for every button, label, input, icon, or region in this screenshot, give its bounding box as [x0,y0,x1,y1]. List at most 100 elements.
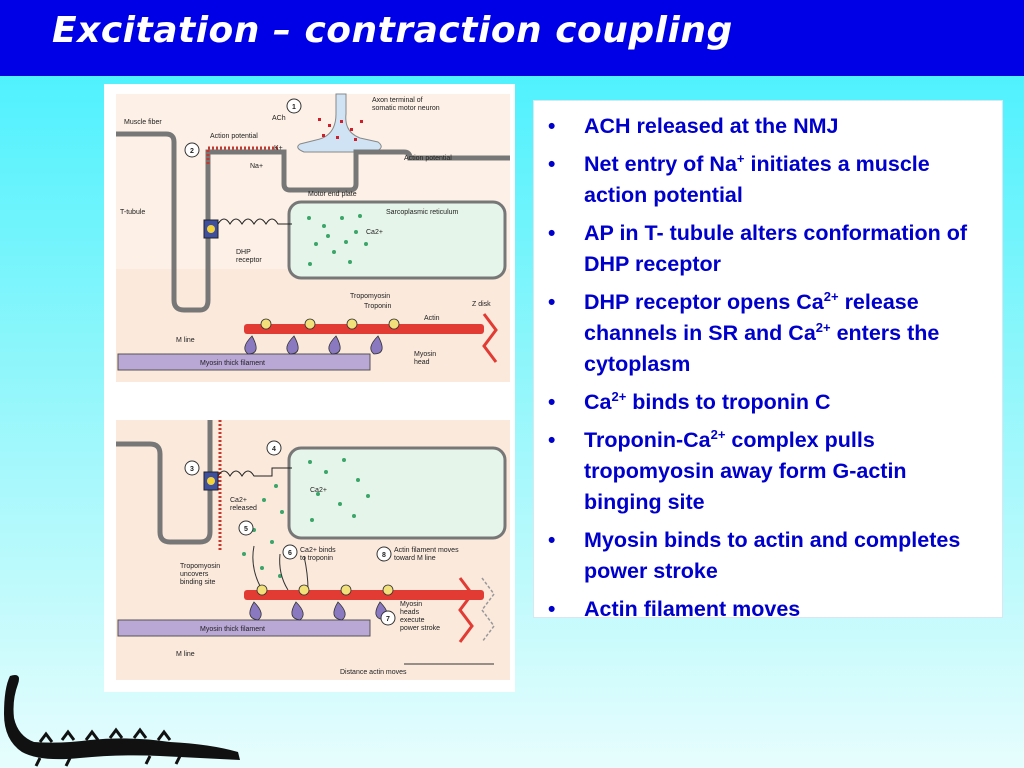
label-tropomyosin-top: Tropomyosin [350,293,390,300]
label-myosin-head-1: Myosin [414,351,436,358]
label-action-potential-a: Action potential [210,133,258,140]
label-ach: ACh [272,115,286,122]
step-5-circle [238,520,254,536]
bullet-superscript: 2+ [611,388,627,404]
bullet-item: • Net entry of Na+ initiates a muscle act… [546,149,990,211]
bullet-item: • Ca2+ binds to troponin C [546,387,990,418]
dhp-core-top [207,225,215,233]
label-axon-terminal-2: somatic motor neuron [372,105,440,112]
label-ca2-top: Ca2+ [366,229,383,236]
bullet-box: • ACH released at the NMJ • Net entry of Na… [533,100,1003,621]
step-2-circle [184,142,200,158]
dhp-core-bottom [207,477,215,485]
step-2: 2 [190,148,194,155]
diagram-svg: 1 2 Axon terminal of somatic motor neuro… [116,93,510,680]
step-8: 8 [382,552,386,559]
label-k-plus: K+ [274,145,283,152]
troponin-top [260,318,400,330]
troponin-bottom [256,584,394,596]
bullet-dot-icon: • [548,429,556,452]
z-disk-top [482,313,498,363]
z-disk-bottom [458,577,474,643]
bullet-text: initiates a muscle action potential [584,152,930,207]
bullet-item: •Troponin-Ca2+ complex pulls tropomyosin… [546,425,990,518]
bullet-text: AP in T- tubule alters conformation of D… [584,221,968,276]
crocodile-icon [4,675,240,767]
label-z-disk: Z disk [472,301,491,308]
label-ca-binds-2: to troponin [300,555,333,562]
step-4-circle [266,440,282,456]
step-7-circle [380,610,396,626]
label-action-potential-b: Action potential [404,155,452,162]
label-dhp-1: DHP [236,249,251,256]
ec-coupling-diagram: 1 2 Axon terminal of somatic motor neuro… [104,84,515,692]
label-motor-end-plate: Motor end plate [308,191,357,198]
label-t-tubule: T-tubule [120,209,145,216]
bullet-text: binds to troponin C [626,390,831,414]
ryanodine-channel-bottom [217,467,292,477]
bullet-item: • Myosin binds to actin and completes pow… [546,525,990,587]
label-actin-top: Actin [424,315,440,322]
bullet-text: enters the cytoplasm [584,321,940,376]
ach-dots [318,118,363,141]
bullet-item: • ACH released at the NMJ [546,111,990,142]
actin-filament-top [244,324,484,334]
ap-band-top [206,146,280,164]
bullet-superscript: + [736,150,745,166]
label-axon-terminal-1: Axon terminal of [372,97,423,104]
bullet-text: Ca [584,390,612,414]
label-myosin-thick-bottom: Myosin thick filament [200,626,265,633]
ca-dots-sr-top [307,214,368,266]
label-myosin-heads-4: power stroke [400,625,440,632]
label-actin-moves-2: toward M line [394,555,436,562]
bullet-dot-icon: • [548,153,556,176]
bullet-text: ACH released at the NMJ [584,114,839,138]
label-myosin-heads-2: heads [400,609,420,616]
bullet-superscript: 2+ [710,426,726,442]
bullet-text: Net entry of Na [584,152,737,176]
t-tubule-membrane-bottom [116,420,213,545]
label-distance: Distance actin moves [340,669,407,676]
step-7: 7 [386,616,390,623]
slide-title: Excitation – contraction coupling [52,10,733,51]
title-bar: Excitation – contraction coupling [0,0,1024,76]
bullet-text: release channels in SR and Ca [584,290,919,345]
bullet-item: •Actin filament moves [546,594,990,625]
label-dhp-2: receptor [236,257,262,264]
step-4: 4 [272,446,276,453]
label-myosin-thick-top: Myosin thick filament [200,360,265,367]
step-3-circle [184,460,200,476]
label-tropo-uncovers-2: uncovers [180,571,209,578]
step-5: 5 [244,526,248,533]
label-na-plus: Na+ [250,163,263,170]
label-actin-moves-1: Actin filament moves [394,547,459,554]
myosin-thick-filament-bottom [117,619,371,637]
bullet-item: •AP in T- tubule alters conformation of … [546,218,990,280]
label-troponin-top: Troponin [364,303,391,310]
bullet-dot-icon: • [548,598,556,621]
label-sarcoplasmic-reticulum: Sarcoplasmic reticulum [386,209,459,216]
top-panel: 1 2 Axon terminal of somatic motor neuro… [116,93,510,382]
sarcoplasmic-reticulum [287,200,507,280]
bullet-dot-icon: • [548,529,556,552]
label-myosin-heads-3: execute [400,617,425,624]
label-muscle-fiber: Muscle fiber [124,119,162,126]
bottom-panel: 3 4 5 6 7 8 Ca2+ Ca2+ released Ca2+ bind… [116,420,510,680]
myosin-thick-filament-top [117,353,371,371]
sarcolemma [116,131,510,313]
bullet-dot-icon: • [548,391,556,414]
bullet-text: Myosin binds to actin and completes powe… [584,528,961,583]
label-myosin-heads-1: Myosin [400,601,422,608]
step-6: 6 [288,550,292,557]
label-myosin-head-2: head [414,359,430,366]
bullet-dot-icon: • [548,115,556,138]
label-ca-released-1: Ca2+ [230,497,247,504]
bullet-text: DHP receptor opens Ca [584,290,824,314]
actin-filament-bottom [244,590,484,600]
label-tropo-uncovers-3: binding site [180,579,216,586]
bullet-superscript: 2+ [823,288,839,304]
label-m-line-top: M line [176,337,195,344]
ryanodine-channel-top [217,218,292,225]
sarcoplasmic-reticulum-bottom [287,446,507,540]
label-m-line-bottom: M line [176,651,195,658]
